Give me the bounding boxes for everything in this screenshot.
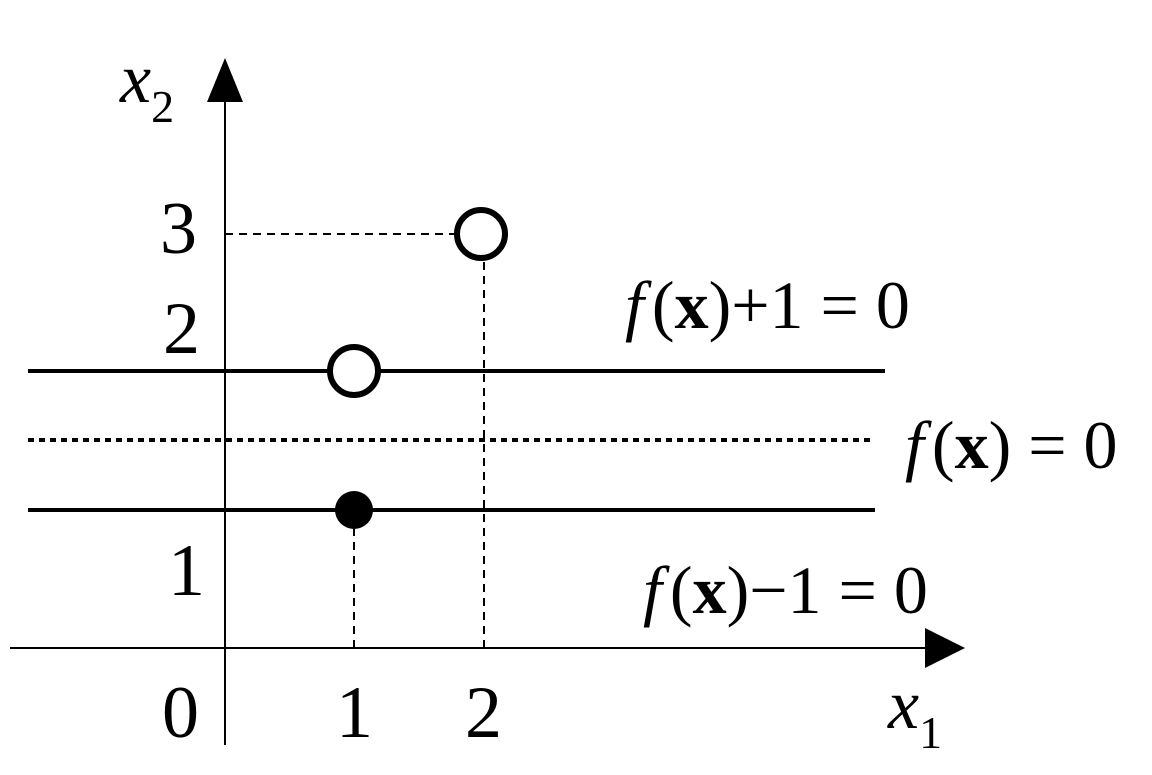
x1-axis-arrowhead	[925, 628, 965, 668]
x-tick-1: 1	[336, 672, 373, 754]
open-point-2-3	[454, 207, 508, 261]
x2-axis-label: x2	[119, 41, 174, 132]
y-tick-2: 2	[163, 288, 200, 370]
y-tick-1: 1	[168, 530, 205, 612]
x2-axis-arrowhead	[207, 58, 243, 102]
x-tick-2: 2	[465, 672, 502, 754]
lower-margin-equation: f(x)−1 = 0	[643, 552, 928, 628]
upper-margin-equation: f(x)+1 = 0	[625, 267, 910, 343]
x-tick-0: 0	[162, 672, 199, 754]
decision-boundary-equation: f(x) = 0	[905, 407, 1118, 483]
open-point-1-2	[327, 344, 381, 398]
x1-axis-label: x1	[887, 667, 942, 758]
y-tick-3: 3	[160, 188, 197, 270]
filled-point-1-1	[335, 491, 373, 529]
